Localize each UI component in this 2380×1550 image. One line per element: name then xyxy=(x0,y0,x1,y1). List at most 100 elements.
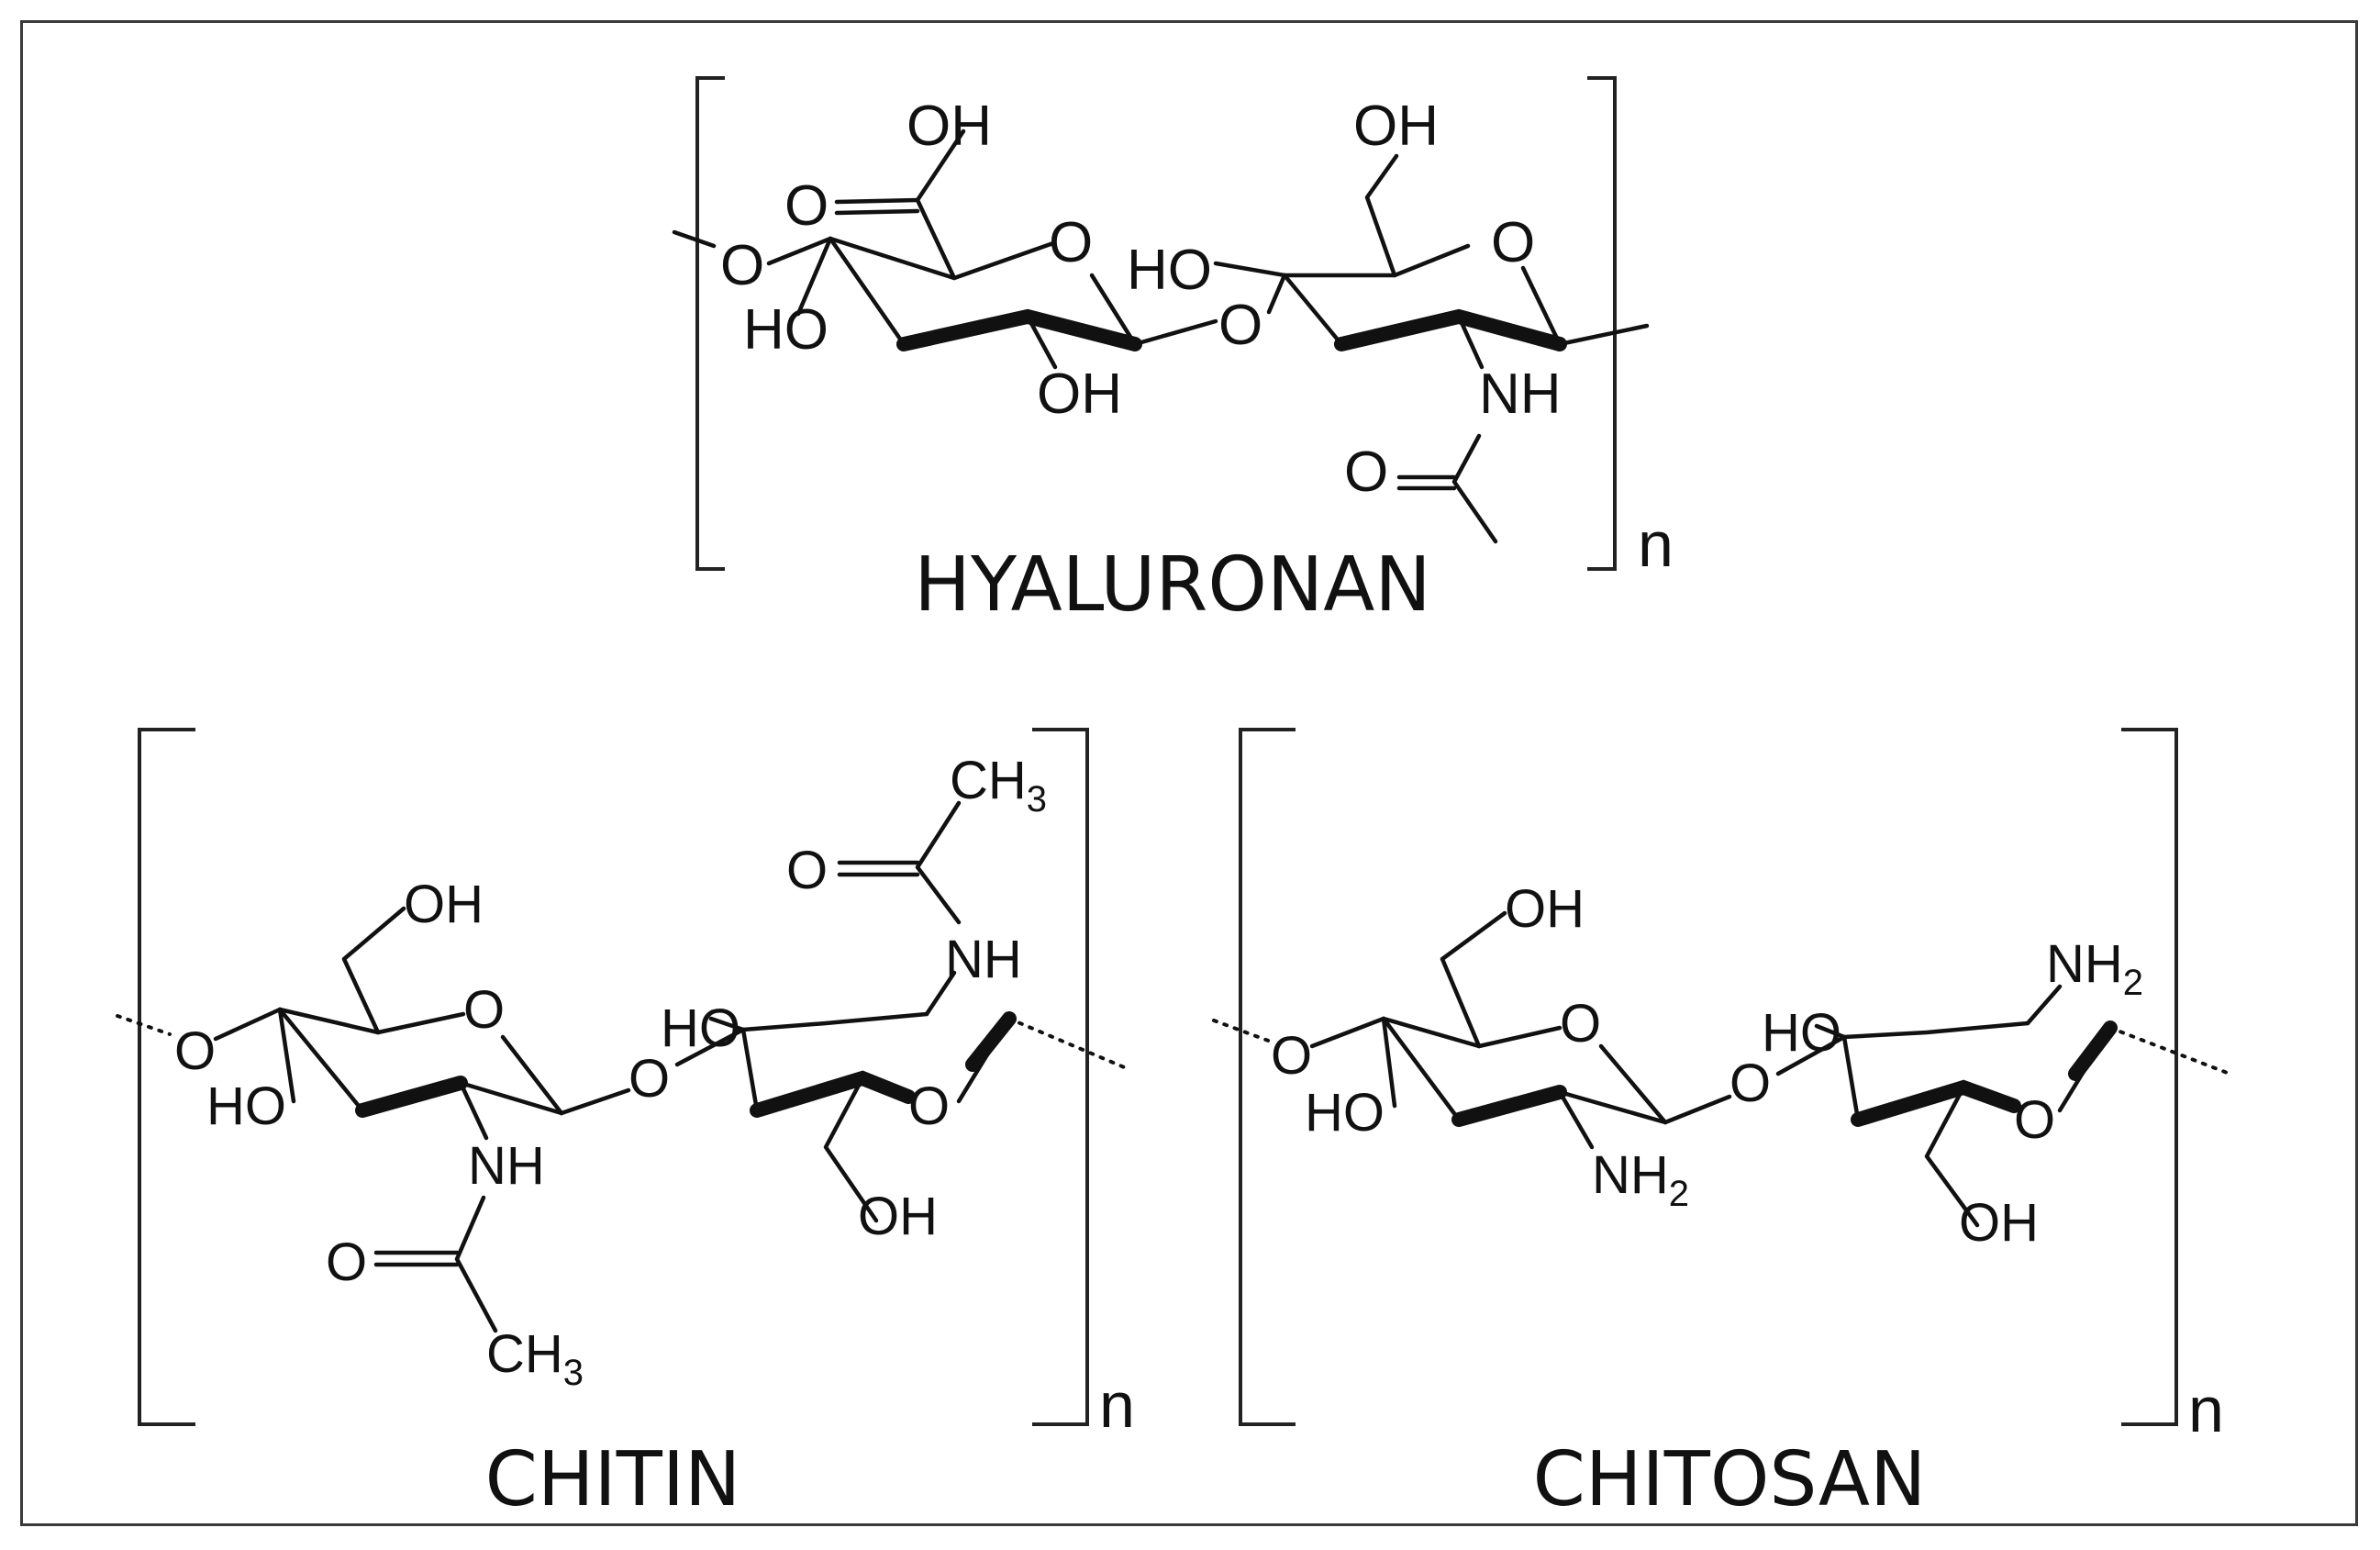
chitin-label: CHITIN xyxy=(485,1436,741,1523)
chitosan-ch2oh-bonds xyxy=(1440,910,1507,1049)
chitin-link-right-dots xyxy=(1007,1017,1130,1071)
hya-ho-bond xyxy=(795,236,833,317)
chitin-ho-bond xyxy=(277,1007,296,1104)
chitin-acetyl-bottom-double xyxy=(373,1250,460,1267)
chitosan-ring1-bold xyxy=(1451,1085,1567,1127)
hya-ring1-top-bonds xyxy=(828,236,1056,281)
chitosan-ho-right-bond xyxy=(1814,1023,1847,1040)
chitin-ch2oh-bonds xyxy=(341,906,406,1035)
hyaluronan-left-bracket xyxy=(695,76,725,571)
chitosan-nh2-bottom: NH2 xyxy=(1592,1145,1689,1214)
chitin-ring2-o: O xyxy=(908,1076,950,1136)
chitosan-ring2-o: O xyxy=(2014,1090,2055,1150)
chitin-nh-top-bond xyxy=(924,970,957,1017)
chitosan-ring1-right xyxy=(1598,1043,1668,1125)
chitin-ring2-left xyxy=(740,1027,760,1113)
chitin-ch2oh-top: OH xyxy=(404,875,484,934)
hya-ch2oh: OH xyxy=(1353,95,1439,158)
hya-ring2-bold-bonds xyxy=(1334,308,1567,351)
hya-oh-bond xyxy=(1025,314,1058,370)
hya-nh: NH xyxy=(1479,362,1562,426)
chitin-nh-top: NH xyxy=(945,930,1022,989)
chitosan-repeat-n: n xyxy=(2188,1374,2224,1445)
hya-acetyl-o: O xyxy=(1344,440,1388,504)
figure-frame xyxy=(20,20,2358,1526)
chitin-acetyl-o-top: O xyxy=(786,841,828,900)
chitosan-link-left-dots xyxy=(1212,1019,1273,1043)
chitin-left-bracket xyxy=(138,728,195,1426)
hya-nh-bond xyxy=(1456,314,1485,370)
chitosan-glyco-o: O xyxy=(1729,1054,1771,1113)
hya-carboxyl-oh: OH xyxy=(906,95,992,158)
hyaluronan-right-bracket xyxy=(1587,76,1617,571)
hya-carboxyl-o: O xyxy=(784,174,829,238)
chitosan-nh2-top: NH2 xyxy=(2046,934,2143,1003)
hya-ring1-left-bond xyxy=(828,236,906,347)
hya-ring1-bold-bonds xyxy=(896,308,1142,351)
chitin-link-left-bond xyxy=(213,1007,283,1042)
hya-glyco-o: O xyxy=(1218,294,1262,357)
chitosan-ring2-bold xyxy=(1851,1079,2021,1127)
chitosan-ch2oh-top: OH xyxy=(1505,879,1585,939)
chitin-ho-left: HO xyxy=(206,1076,286,1136)
chitin-glyco-o: O xyxy=(628,1049,670,1109)
chitosan-ch2oh-bottom-bonds xyxy=(1924,1085,1980,1228)
chitin-ch3-top: CH3 xyxy=(950,751,1047,820)
chitin-nh-bottom: NH xyxy=(468,1136,545,1196)
chitin-ring1-bottom xyxy=(458,1080,564,1116)
chitosan-link-right-dots xyxy=(2108,1026,2231,1076)
hya-ho-right: HO xyxy=(1127,239,1212,302)
chitosan-glyco-bond-1 xyxy=(1663,1094,1732,1125)
hya-ho-right-bond xyxy=(1213,261,1287,278)
chitosan-ho-left: HO xyxy=(1305,1083,1385,1143)
chitin-ho-right-bond xyxy=(708,1016,746,1032)
chitosan-ch2oh-bottom: OH xyxy=(1959,1193,2039,1253)
chitin-glyco-bond-1 xyxy=(559,1087,631,1116)
chitosan-glyco-bond-2 xyxy=(1775,1034,1847,1076)
chitosan-nh2-bond xyxy=(1557,1089,1595,1150)
chitosan-left-link-o: O xyxy=(1271,1026,1312,1086)
hya-acetyl-bonds xyxy=(1451,433,1498,544)
chitin-nh-bond xyxy=(458,1080,489,1141)
hyaluronan-label: HYALURONAN xyxy=(914,541,1430,629)
hya-ring2-o: O xyxy=(1491,211,1535,274)
chitosan-link-left-bond xyxy=(1309,1016,1386,1049)
chitin-right-bracket xyxy=(1032,728,1089,1426)
chitin-structure: n OH O O HO NH O CH3 O HO O xyxy=(116,728,1135,1523)
hya-acetyl-double-bond xyxy=(1396,474,1457,491)
hya-glyco-bond-1 xyxy=(1132,318,1218,347)
chitosan-ring1-bottom xyxy=(1557,1089,1668,1125)
chitosan-ho-bond xyxy=(1381,1016,1397,1109)
hya-carboxyl-double-bond xyxy=(834,197,920,216)
hyaluronan-repeat-n: n xyxy=(1638,508,1674,580)
hya-ring2-top-bonds xyxy=(1282,243,1471,278)
hyaluronan-structure: n OH O O O HO OH O HO xyxy=(672,76,1674,629)
hya-ch2oh-bonds xyxy=(1364,153,1399,278)
hya-bond xyxy=(766,236,833,266)
chitin-acetyl-top-bonds xyxy=(915,800,962,925)
chitin-repeat-n: n xyxy=(1099,1369,1135,1441)
chitin-ch3-bottom: CH3 xyxy=(486,1324,584,1393)
chitosan-structure: n OH O O HO NH2 O HO O OH NH2 CHITOSAN xyxy=(1212,728,2231,1523)
hya-ho-left: HO xyxy=(743,298,829,362)
chitin-ring1-o: O xyxy=(463,980,505,1040)
chitin-link-left-dots xyxy=(116,1014,172,1036)
hya-oh-bottom: OH xyxy=(1037,362,1122,426)
hya-ring2-right-bond xyxy=(1520,265,1563,347)
chitosan-nh2-top-bond xyxy=(2025,984,2063,1026)
chitosan-ring2-wedge xyxy=(2068,1020,2118,1081)
hya-glyco-bond-2 xyxy=(1266,273,1287,315)
chitin-ring2-bold xyxy=(750,1070,916,1118)
hya-ring1-right-bond xyxy=(1089,273,1138,347)
chitin-acetyl-o-bottom: O xyxy=(326,1232,367,1292)
chitin-ring2-wedge xyxy=(965,1011,1017,1072)
chitin-ring1-bold xyxy=(355,1076,468,1118)
chitin-acetyl-top-double xyxy=(837,860,920,877)
chitosan-ring2-left xyxy=(1841,1034,1861,1122)
chitosan-ring1-o: O xyxy=(1560,994,1601,1054)
chitin-acetyl-bottom-bonds xyxy=(454,1195,498,1333)
chitosan-ho-right: HO xyxy=(1762,1003,1841,1063)
chitosan-label: CHITOSAN xyxy=(1533,1436,1927,1523)
hya-ring1-o: O xyxy=(1049,211,1093,274)
